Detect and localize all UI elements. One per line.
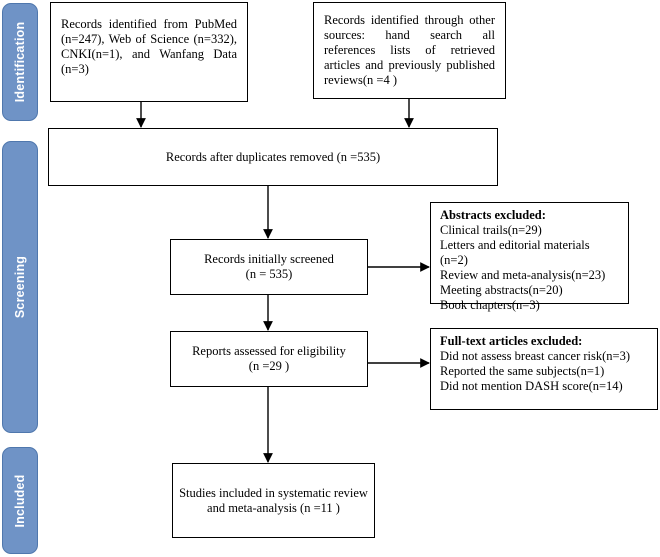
box-eligibility: Reports assessed for eligibility (n =29 … — [170, 331, 368, 387]
abstracts-excluded-item: Letters and editorial materials (n=2) — [440, 238, 590, 267]
fulltext-excluded-heading: Full-text articles excluded: — [440, 334, 583, 348]
box-initially-screened-line-1: Records initially screened — [204, 252, 334, 266]
box-other-sources-text: Records identified through other sources… — [324, 13, 495, 87]
phase-identification: Identification — [2, 3, 38, 121]
box-initially-screened: Records initially screened (n = 535) — [170, 239, 368, 295]
box-fulltext-excluded: Full-text articles excluded: Did not ass… — [430, 328, 658, 410]
box-database-records-text: Records identified from PubMed (n=247), … — [61, 17, 237, 76]
abstracts-excluded-item: Review and meta-analysis(n=23) — [440, 268, 606, 282]
abstracts-excluded-item: Meeting abstracts(n=20) — [440, 283, 563, 297]
phase-screening: Screening — [2, 141, 38, 433]
box-included-studies: Studies included in systematic review an… — [172, 463, 375, 538]
abstracts-excluded-item: Clinical trails(n=29) — [440, 223, 542, 237]
fulltext-excluded-item: Did not assess breast cancer risk(n=3) — [440, 349, 630, 363]
box-database-records: Records identified from PubMed (n=247), … — [50, 2, 248, 102]
abstracts-excluded-item: Book chapters(n=3) — [440, 298, 540, 312]
box-initially-screened-line-2: (n = 535) — [245, 267, 293, 281]
box-duplicates-removed: Records after duplicates removed (n =535… — [48, 128, 498, 186]
box-other-sources: Records identified through other sources… — [313, 2, 506, 99]
box-included-studies-line-2: and meta-analysis (n =11 ) — [207, 500, 340, 515]
box-duplicates-removed-text: Records after duplicates removed (n =535… — [165, 149, 381, 164]
box-abstracts-excluded: Abstracts excluded: Clinical trails(n=29… — [430, 202, 629, 312]
fulltext-excluded-item: Reported the same subjects(n=1) — [440, 364, 605, 378]
phase-included: Included — [2, 447, 38, 554]
abstracts-excluded-heading: Abstracts excluded: — [440, 208, 546, 222]
box-eligibility-line-1: Reports assessed for eligibility — [192, 344, 346, 358]
box-eligibility-line-2: (n =29 ) — [248, 359, 290, 373]
fulltext-excluded-item: Did not mention DASH score(n=14) — [440, 379, 623, 393]
box-included-studies-line-1: Studies included in systematic review — [179, 485, 368, 500]
